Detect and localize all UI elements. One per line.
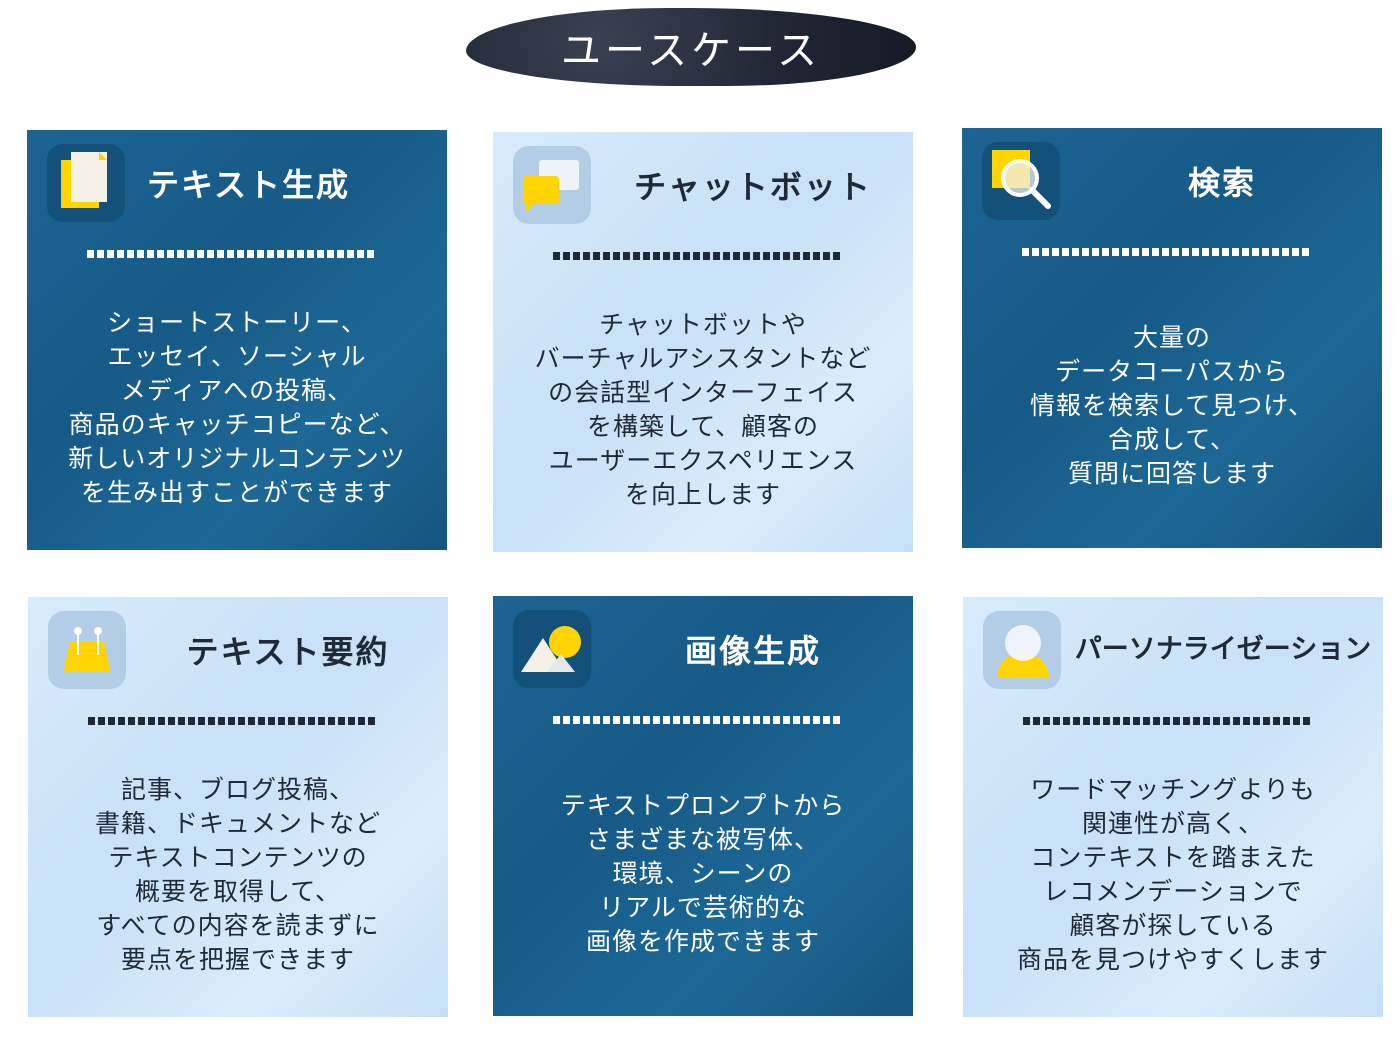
chat-bubble-icon [513,146,591,224]
card-title: 画像生成 [684,632,821,670]
summary-board-icon [48,611,126,689]
card-body: 記事、ブログ投稿、 書籍、ドキュメントなど テキストコンテンツの 概要を取得して… [94,774,381,974]
card-title: チャットボット [634,168,872,206]
dotted-divider [88,717,378,725]
image-icon [513,610,591,688]
card-body: ワードマッチングよりも 関連性が高く、 コンテキストを踏まえた レコメンデーショ… [1016,774,1329,974]
card-title: テキスト生成 [147,166,351,204]
title-banner: ユースケース [466,8,916,86]
card-personalization: パーソナライゼーション ワードマッチングよりも 関連性が高く、 コンテキストを踏… [963,597,1383,1017]
card-image-generation: 画像生成 テキストプロンプトから さまざまな被写体、 環境、シーンの リアルで芸… [493,596,913,1016]
card-title: テキスト要約 [186,633,390,671]
search-icon [982,142,1060,220]
dotted-divider [1022,248,1312,256]
card-title: パーソナライゼーション [1074,634,1372,665]
card-text-summary: テキスト要約 記事、ブログ投稿、 書籍、ドキュメントなど テキストコンテンツの … [28,597,448,1017]
card-title: 検索 [1187,164,1256,202]
card-body: ショートストーリー、 エッセイ、ソーシャル メディアへの投稿、 商品のキャッチコ… [68,307,406,507]
dotted-divider [553,716,843,724]
card-body: 大量の データコーパスから 情報を検索して見つけ、 合成して、 質問に回答します [1029,322,1314,488]
card-body: チャットボットや バーチャルアシスタントなど の会話型インターフェイス を構築し… [534,309,872,509]
document-icon [47,144,125,222]
card-text-generation: テキスト生成 ショートストーリー、 エッセイ、ソーシャル メディアへの投稿、 商… [27,130,447,550]
dotted-divider [87,250,377,258]
dotted-divider [553,252,843,260]
card-body: テキストプロンプトから さまざまな被写体、 環境、シーンの リアルで芸術的な 画… [560,790,846,956]
dotted-divider [1023,717,1313,725]
user-icon [983,611,1061,689]
card-chatbot: チャットボット チャットボットや バーチャルアシスタントなど の会話型インターフ… [493,132,913,552]
page-title: ユースケース [561,28,821,74]
card-search: 検索 大量の データコーパスから 情報を検索して見つけ、 合成して、 質問に回答… [962,128,1382,548]
